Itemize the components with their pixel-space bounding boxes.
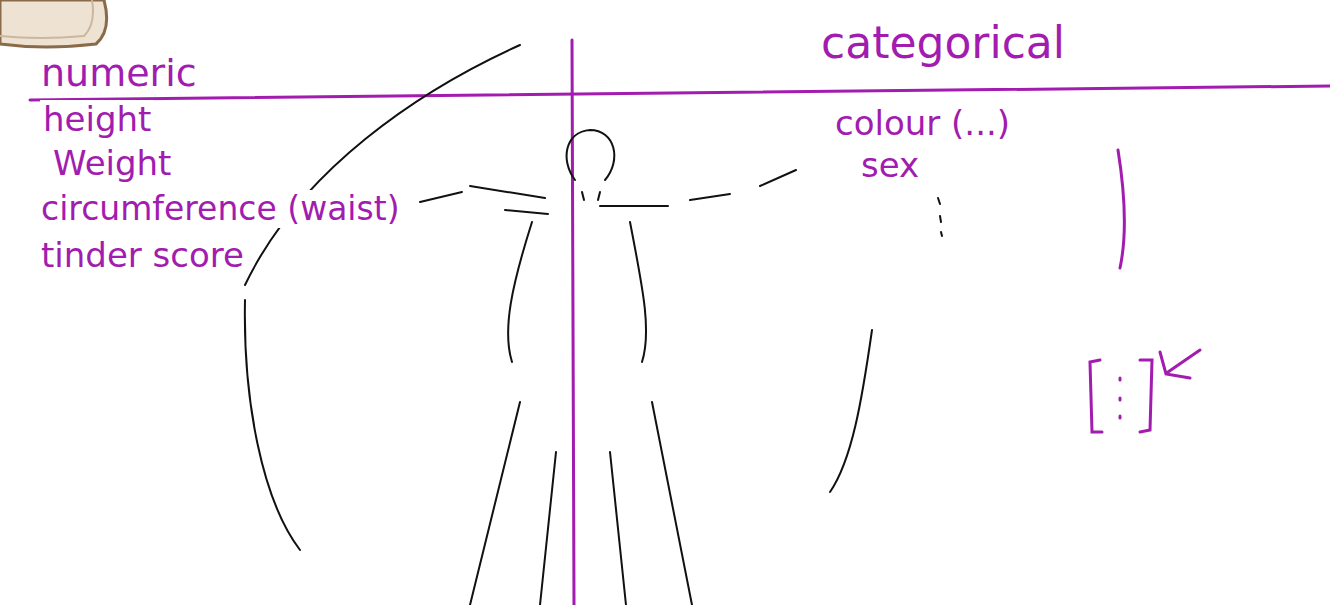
figure-torso bbox=[508, 222, 532, 362]
continuation-dots bbox=[938, 198, 942, 236]
variable-label: height bbox=[40, 100, 154, 139]
variable-label: Weight bbox=[50, 144, 174, 183]
figure-torso bbox=[630, 222, 646, 362]
figure-arc bbox=[245, 300, 300, 550]
corner-blob bbox=[0, 0, 107, 47]
figure-arc bbox=[830, 330, 872, 492]
figure-legs bbox=[470, 402, 692, 605]
variable-label: colour (...) bbox=[832, 104, 1013, 143]
column-heading: numeric bbox=[38, 52, 200, 96]
column-divider bbox=[572, 40, 574, 605]
header-rule bbox=[30, 86, 1330, 100]
vector-bracket-left bbox=[1090, 360, 1102, 432]
column-heading: categorical bbox=[818, 18, 1068, 69]
figure-neck bbox=[582, 192, 600, 200]
variable-label: circumference (waist) bbox=[38, 190, 403, 228]
figure-right-arm bbox=[600, 170, 796, 206]
vector-arrow-head bbox=[1160, 350, 1200, 378]
vector-bracket-right bbox=[1140, 360, 1152, 432]
figure-left-arm bbox=[420, 186, 548, 214]
corner-blob-inner bbox=[0, 0, 93, 38]
vector-dots bbox=[1119, 378, 1122, 418]
variable-label: sex bbox=[858, 146, 922, 185]
figure-head bbox=[567, 130, 615, 180]
vector-arrow-shaft bbox=[1118, 150, 1124, 268]
variable-label: tinder score bbox=[38, 236, 247, 275]
figure-arc bbox=[245, 45, 520, 285]
